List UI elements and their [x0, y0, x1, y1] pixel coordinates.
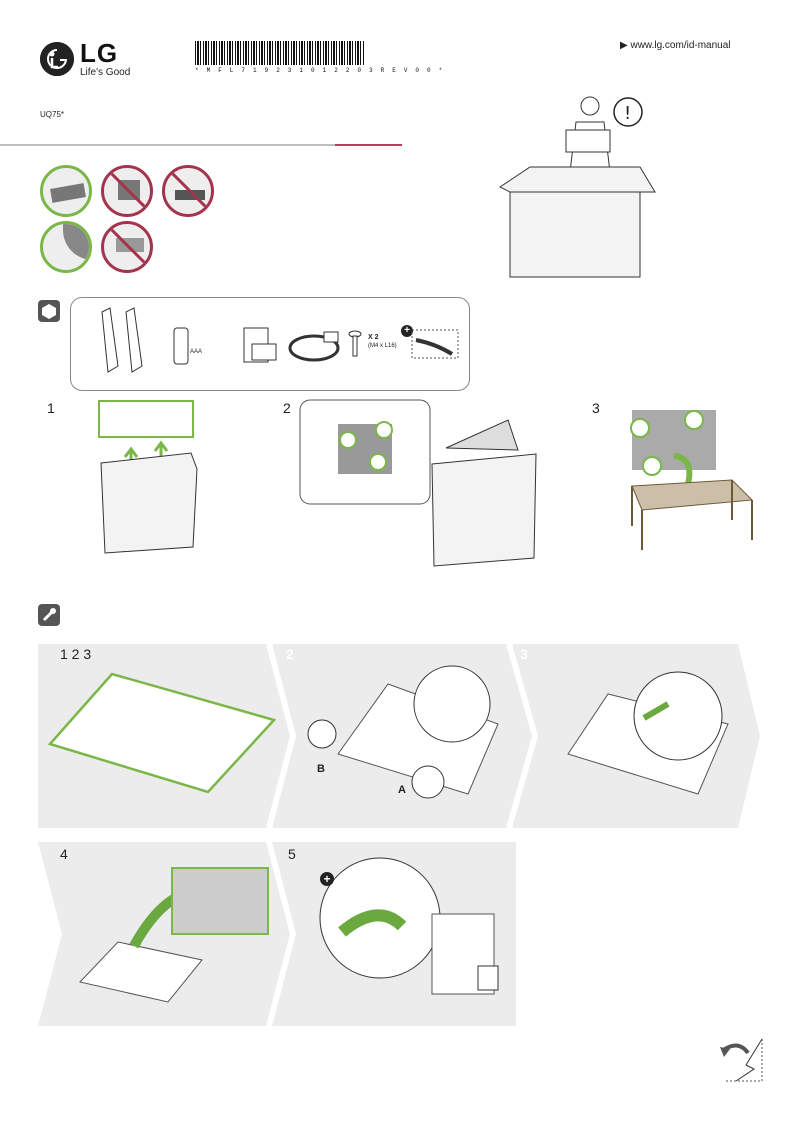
label-a: A — [398, 784, 406, 796]
brand-tagline: Life's Good — [80, 67, 131, 78]
battery-label: AAA — [190, 349, 203, 355]
svg-text:!: ! — [624, 103, 631, 124]
brand-name: LG — [80, 38, 119, 68]
unboxing-warning-illustration: ! — [499, 96, 656, 278]
assembly-step-4-number: 4 — [60, 846, 68, 862]
assembly-step-5-number: 5 — [288, 846, 296, 862]
assembly-step-3-number: 3 — [520, 646, 528, 662]
screw-icon — [348, 330, 362, 357]
handling-correct-1 — [40, 165, 92, 217]
assembly-panels-row-2 — [38, 842, 516, 1026]
unpack-step-1-illustration — [98, 400, 198, 554]
assembly-step-2-number: 2 — [286, 646, 294, 662]
remote-control-icon — [173, 327, 189, 365]
label-b: B — [317, 763, 325, 775]
handling-wrong-1 — [101, 165, 153, 217]
package-icon — [38, 300, 60, 322]
lg-logo-icon — [40, 42, 74, 76]
assembly-panels-row-1 — [38, 644, 760, 828]
screwdriver-icon — [38, 604, 60, 626]
power-cord-icon — [288, 331, 340, 362]
cable-holder-icon — [411, 329, 459, 359]
unpack-step-2-illustration — [299, 399, 537, 567]
barcode-text: * M F L 7 1 9 2 3 1 0 1 2 2 0 3 R E V 0 … — [195, 67, 445, 74]
page-turn-icon[interactable] — [718, 1035, 766, 1085]
unpack-step-3-illustration — [630, 410, 754, 550]
unpack-step-3-number: 3 — [592, 400, 600, 416]
manual-url[interactable]: ▶ www.lg.com/id-manual — [620, 40, 731, 51]
unpack-step-1-number: 1 — [47, 400, 55, 416]
barcode — [195, 41, 365, 65]
optional-plus-icon: + — [401, 325, 413, 337]
step5-optional-plus-icon: + — [320, 872, 334, 886]
stand-legs-illustration — [101, 307, 143, 373]
screw-size: (M4 x L16) — [368, 343, 397, 349]
manual-booklet-icon — [243, 327, 277, 363]
handling-wrong-2 — [162, 165, 214, 217]
screw-count: X 2 — [368, 334, 379, 341]
divider-grey — [0, 144, 335, 146]
divider-pink — [335, 144, 402, 146]
handling-correct-2 — [40, 221, 92, 273]
model-number: UQ75* — [40, 110, 65, 119]
unpack-step-2-number: 2 — [283, 400, 291, 416]
handling-wrong-3 — [101, 221, 153, 273]
assembly-step-1-number: 1 2 3 — [60, 646, 92, 662]
